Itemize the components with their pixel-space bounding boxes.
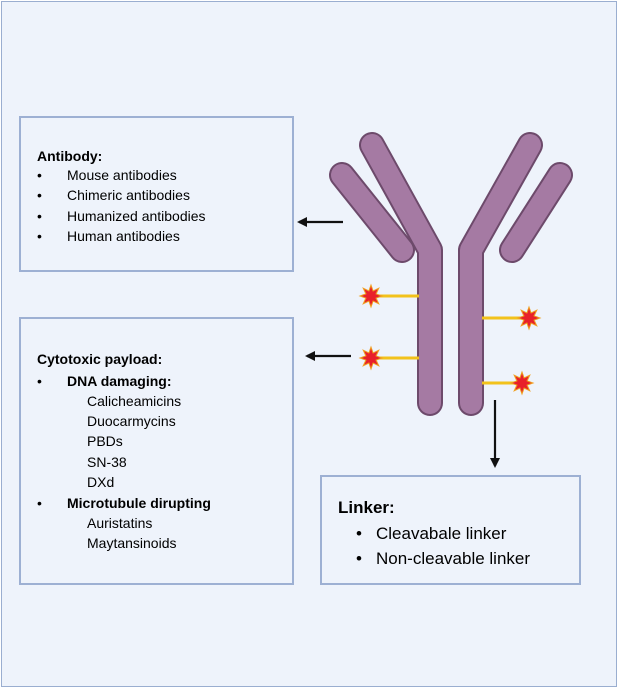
heavy-chain-left-fill [361, 134, 441, 414]
bullet-icon: • [37, 208, 42, 224]
linker-item: Non-cleavable linker [376, 549, 531, 568]
payload-group-label: DNA damaging: [67, 373, 172, 389]
light-chain-right-fill [501, 164, 571, 261]
bullet-icon: • [356, 524, 362, 543]
payload-group-label: Microtubule dirupting [67, 495, 211, 511]
antibody-item: Mouse antibodies [67, 167, 177, 183]
payload-item: Auristatins [87, 515, 153, 531]
light-chain-left-fill [331, 164, 413, 261]
linker-item: Cleavabale linker [376, 524, 507, 543]
payload-box: Cytotoxic payload: • DNA damaging: Calic… [19, 317, 294, 585]
payload-item: PBDs [87, 433, 123, 449]
bullet-icon: • [37, 187, 42, 203]
payload-title: Cytotoxic payload: [37, 351, 163, 367]
antibody-item: Human antibodies [67, 228, 180, 244]
antibody-item: Chimeric antibodies [67, 187, 190, 203]
antibody-icon [329, 132, 573, 416]
payload-star-icon [358, 345, 384, 371]
payload-item: DXd [87, 474, 115, 490]
linker-box: Linker: • Cleavabale linker • Non-cleava… [320, 475, 581, 585]
bullet-icon: • [37, 495, 42, 511]
bullet-icon: • [37, 373, 42, 389]
payload-star-icon [516, 305, 542, 331]
antibody-box: Antibody: • Mouse antibodies • Chimeric … [19, 116, 294, 272]
payload-star-icon [358, 283, 384, 309]
linker-title: Linker: [338, 498, 395, 517]
antibody-title: Antibody: [37, 148, 103, 164]
bullet-icon: • [37, 167, 42, 183]
payload-item: Calicheamicins [87, 393, 182, 409]
bullet-icon: • [37, 228, 42, 244]
heavy-chain-right-fill [460, 134, 541, 414]
payload-star-icon [509, 370, 535, 396]
payload-item: Duocarmycins [87, 413, 176, 429]
antibody-item: Humanized antibodies [67, 208, 206, 224]
payload-item: Maytansinoids [87, 535, 177, 551]
payload-item: SN-38 [87, 454, 127, 470]
bullet-icon: • [356, 549, 362, 568]
